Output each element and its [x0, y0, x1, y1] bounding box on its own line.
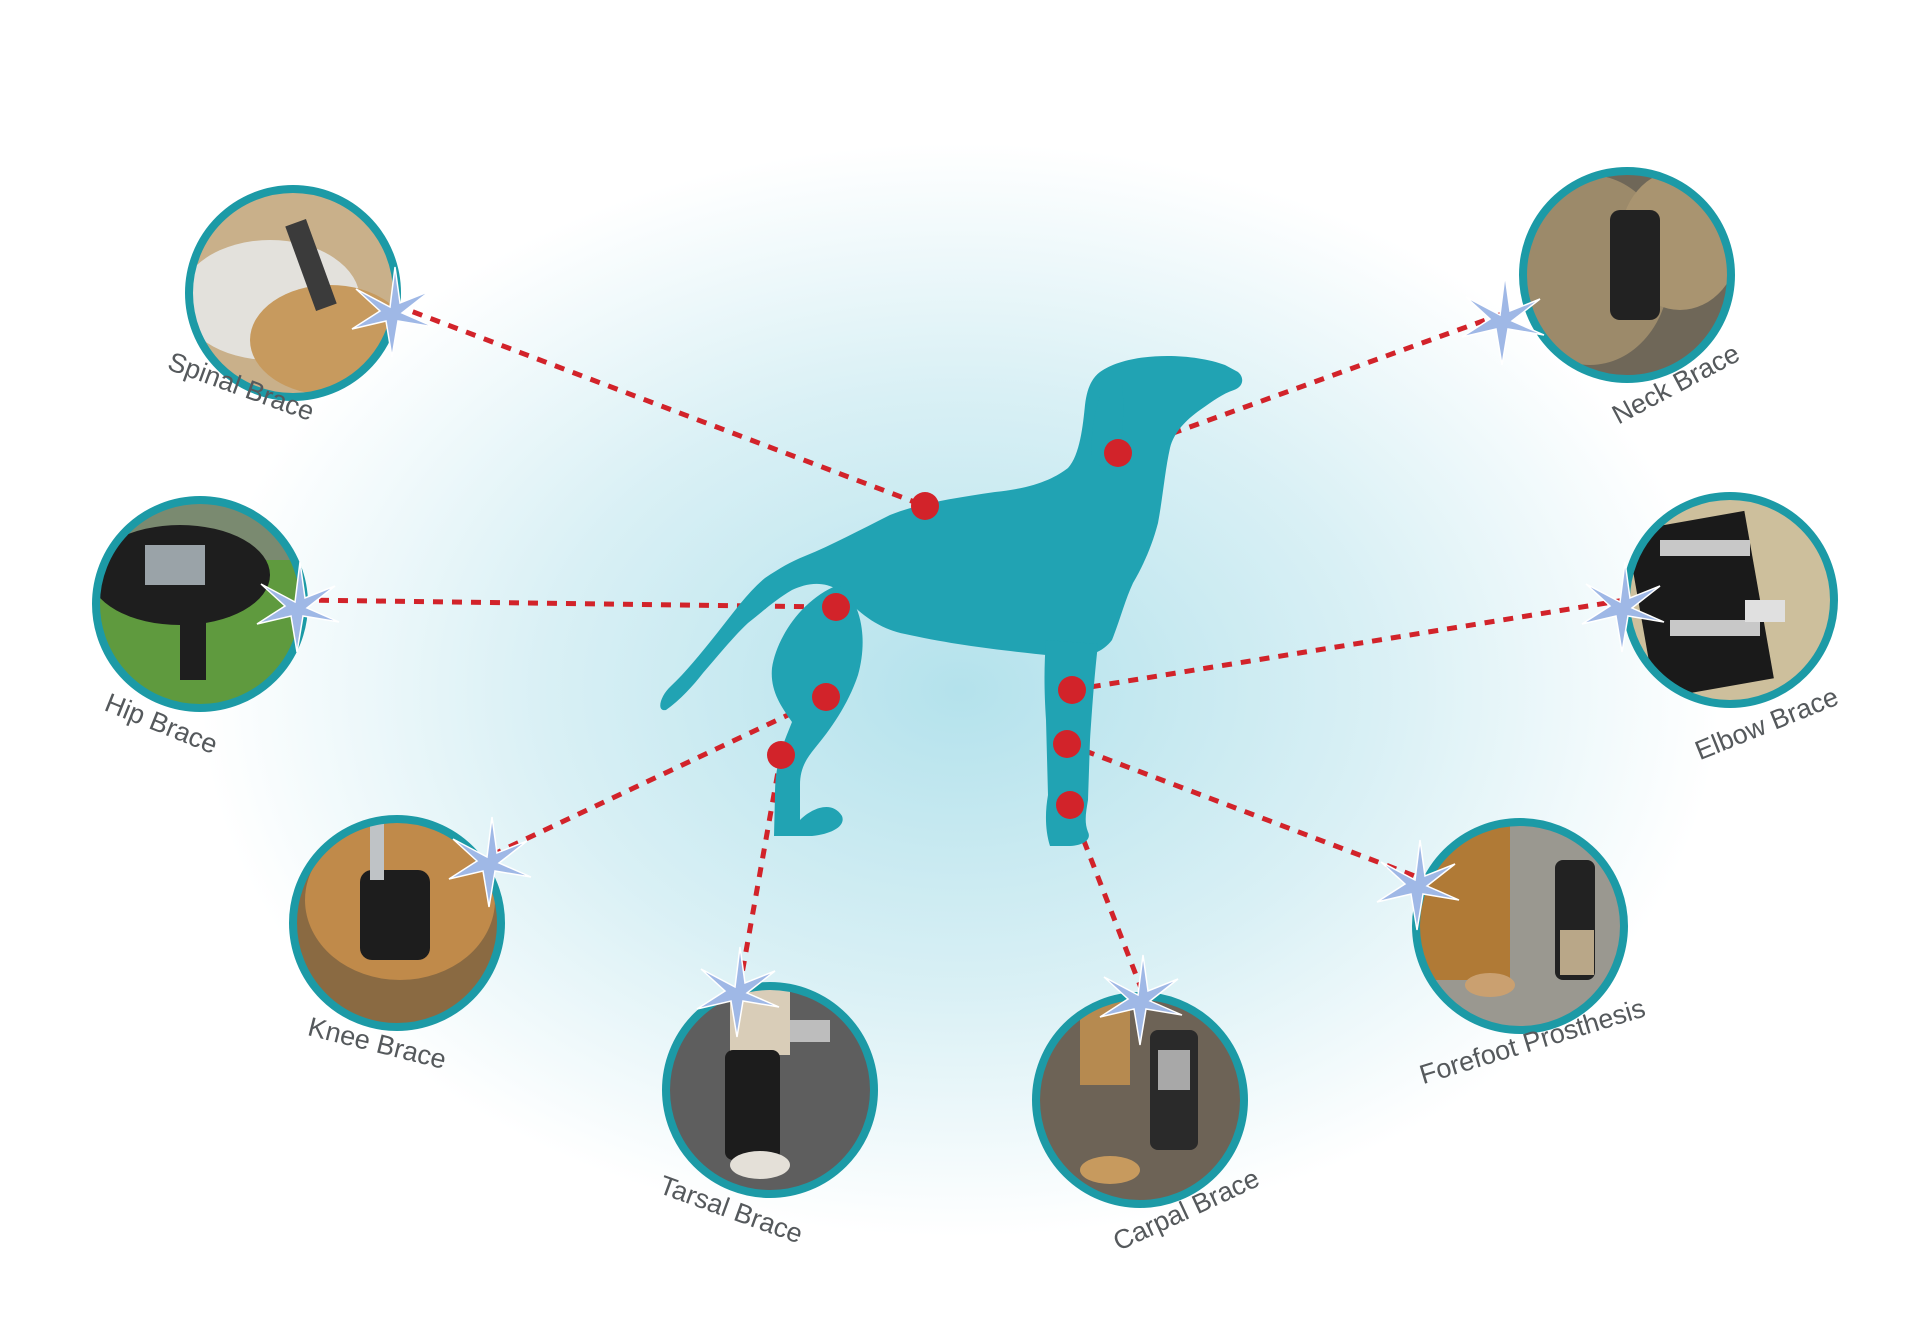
sparkle-markers	[256, 266, 1665, 1046]
joint-dot-spinal	[911, 492, 939, 520]
joint-dot-elbow	[1058, 676, 1086, 704]
joint-dot-carpal	[1056, 791, 1084, 819]
joint-dot-knee	[812, 683, 840, 711]
connector-forefoot	[1066, 741, 1421, 881]
connector-tarsal	[737, 754, 784, 986]
sparkle-icon	[1461, 274, 1545, 366]
sparkle-icon	[256, 561, 340, 653]
photo-tarsal-brace	[662, 982, 878, 1198]
joint-dot-neck	[1104, 439, 1132, 467]
sparkle-icon	[1376, 839, 1460, 931]
sparkle-icon	[1581, 561, 1665, 653]
dog-silhouette	[660, 355, 1243, 846]
sparkle-icon	[696, 946, 780, 1038]
connector-neck	[1117, 310, 1506, 456]
connector-knee	[490, 694, 828, 858]
connector-carpal	[1067, 804, 1146, 994]
joint-dot-tarsal	[767, 741, 795, 769]
joint-dot-forefoot	[1053, 730, 1081, 758]
sparkle-icon	[351, 266, 435, 358]
dog-hind-leg	[771, 585, 863, 836]
sparkle-icon	[448, 816, 532, 908]
photo-forefoot-prosthesis	[1412, 818, 1628, 1034]
photo-hip-brace	[92, 496, 308, 712]
joint-dots	[767, 439, 1132, 819]
background-glow	[200, 130, 1720, 1250]
photo-knee-brace	[289, 815, 505, 1031]
joint-dot-hip	[822, 593, 850, 621]
photo-elbow-brace	[1622, 492, 1838, 708]
sparkle-icon	[1099, 954, 1183, 1046]
